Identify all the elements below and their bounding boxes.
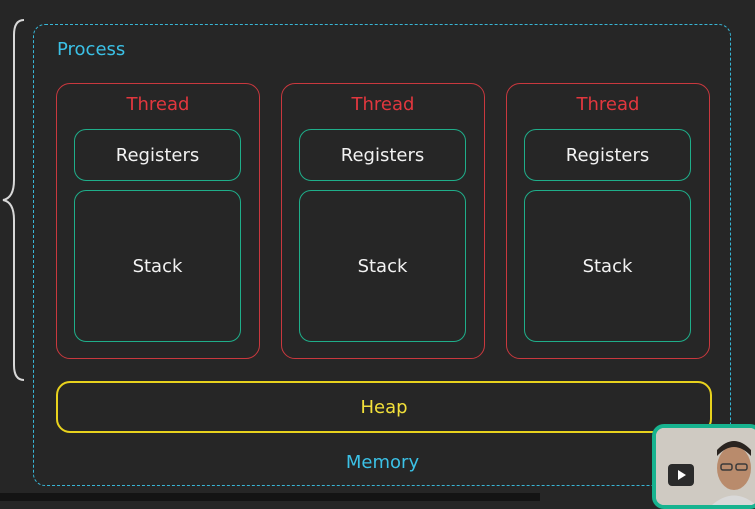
registers-box: Registers <box>524 129 691 181</box>
presenter-avatar-icon <box>656 428 755 505</box>
thread-box-1: Thread Registers Stack <box>56 83 260 359</box>
stack-box: Stack <box>74 190 241 342</box>
memory-label: Memory <box>345 452 420 473</box>
registers-box: Registers <box>299 129 466 181</box>
left-curly-brace <box>2 19 25 381</box>
heap-box: Heap <box>56 381 712 433</box>
thread-label: Thread <box>576 94 640 115</box>
thread-label: Thread <box>126 94 190 115</box>
thread-box-2: Thread Registers Stack <box>281 83 485 359</box>
process-boundary <box>33 24 731 486</box>
registers-box: Registers <box>74 129 241 181</box>
thread-label: Thread <box>351 94 415 115</box>
stack-box: Stack <box>524 190 691 342</box>
bottom-strip <box>0 493 540 501</box>
thread-box-3: Thread Registers Stack <box>506 83 710 359</box>
process-label: Process <box>57 39 126 60</box>
stack-box: Stack <box>299 190 466 342</box>
webcam-overlay <box>652 424 755 509</box>
